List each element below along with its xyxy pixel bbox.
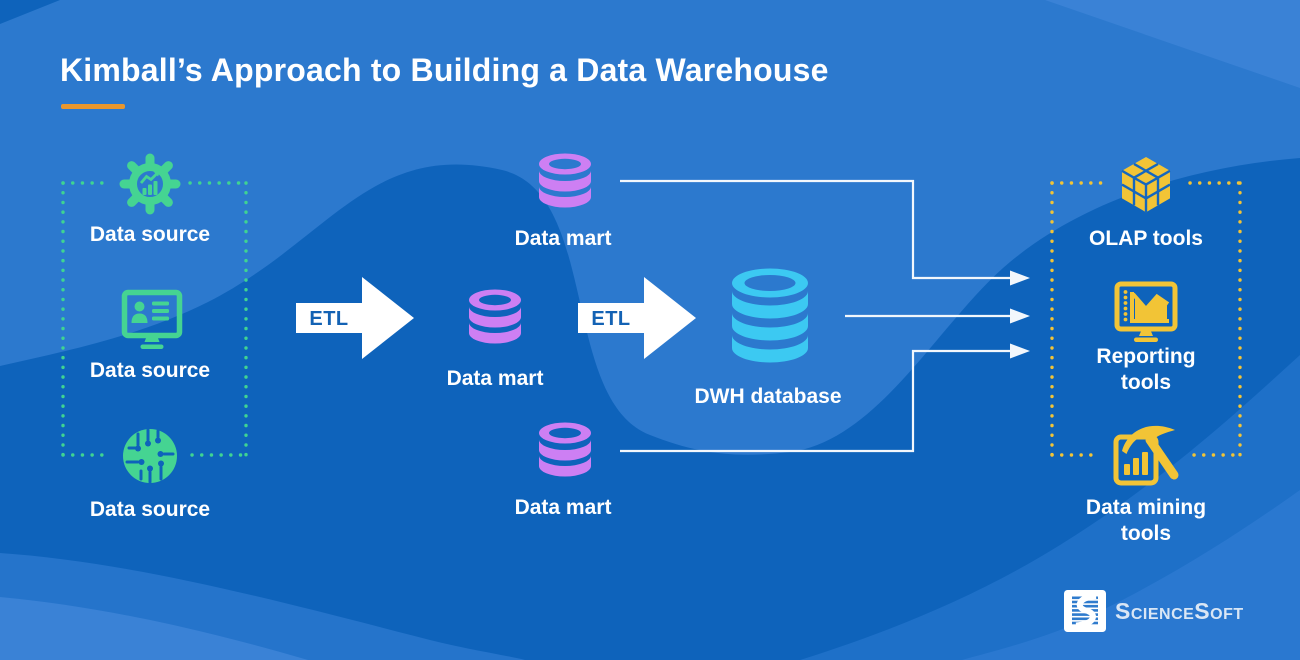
reporting-monitor-icon bbox=[1114, 281, 1178, 342]
sciencesoft-logo-icon bbox=[1064, 590, 1106, 632]
sciencesoft-logo: ScienceSoft bbox=[1064, 590, 1244, 632]
dwh-database-icon bbox=[732, 268, 808, 363]
olap-tools-label: OLAP tools bbox=[1089, 227, 1203, 250]
database-icon bbox=[539, 153, 591, 208]
database-icon bbox=[469, 289, 521, 344]
data-mart-label: Data mart bbox=[514, 496, 612, 519]
etl-arrow-icon bbox=[296, 277, 414, 359]
reporting-tools-label: Reporting tools bbox=[1096, 345, 1196, 394]
database-icon bbox=[539, 422, 591, 477]
page-title: Kimball’s Approach to Building a Data Wa… bbox=[60, 52, 829, 88]
etl-label: ETL bbox=[591, 308, 631, 330]
etl-arrow: ETL bbox=[578, 277, 696, 359]
data-mining-icon bbox=[1113, 425, 1179, 486]
etl-arrow: ETL bbox=[296, 277, 414, 359]
data-source-label: Data source bbox=[89, 359, 211, 382]
data-mart-label: Data mart bbox=[446, 367, 544, 390]
title-underline bbox=[61, 104, 125, 109]
etl-arrow-icon bbox=[578, 277, 696, 359]
data-sources-dotted-border bbox=[61, 181, 248, 457]
data-mining-tools-label: Data mining tools bbox=[1085, 496, 1207, 545]
dwh-database-label: DWH database bbox=[694, 385, 842, 408]
sciencesoft-logo-text: ScienceSoft bbox=[1115, 598, 1244, 624]
data-source-label: Data source bbox=[89, 223, 211, 246]
etl-label: ETL bbox=[309, 308, 349, 330]
circuit-icon bbox=[123, 428, 177, 484]
connector-arrowheads bbox=[1010, 270, 1030, 359]
tools-dotted-border bbox=[1050, 181, 1242, 457]
data-source-label: Data source bbox=[89, 498, 211, 521]
data-mart-label: Data mart bbox=[514, 227, 612, 250]
monitor-profile-icon bbox=[121, 289, 183, 349]
olap-cube-icon bbox=[1121, 157, 1171, 213]
connector-lines bbox=[620, 179, 1010, 453]
gear-chart-icon bbox=[119, 153, 181, 215]
